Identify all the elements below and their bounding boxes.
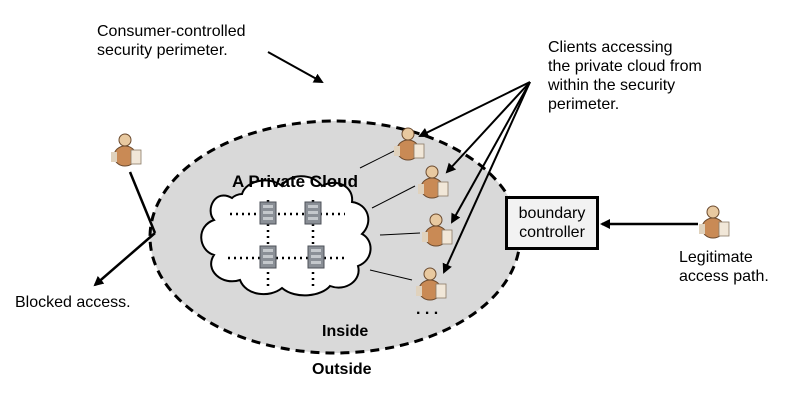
legit-person-icon: [698, 205, 730, 239]
perimeter-label: Consumer-controlled security perimeter.: [97, 23, 246, 59]
server-icon: [304, 201, 322, 225]
client-arrow: [418, 81, 531, 137]
client-arrow: [451, 81, 531, 224]
blocked-access-lines: [93, 171, 157, 287]
private-cloud: [200, 175, 372, 297]
perimeter-arrow: [267, 51, 324, 83]
outside-label: Outside: [312, 361, 372, 378]
client-links: [359, 147, 421, 281]
inside-label: Inside: [322, 323, 369, 340]
server-network: [228, 200, 345, 290]
boundary-controller: boundary controller: [505, 196, 599, 250]
blocked-access-label: Blocked access.: [15, 294, 131, 311]
legit-access-label: Legitimate access path.: [679, 249, 769, 285]
server-icon: [259, 245, 277, 269]
client-arrow: [442, 81, 531, 274]
cloud-title: A Private Cloud: [232, 172, 358, 191]
more-clients-ellipsis: . . .: [416, 301, 439, 318]
server-icon: [259, 201, 277, 225]
clients-label: Clients accessing the private cloud from…: [548, 39, 702, 113]
blocked-person-icon: [110, 133, 142, 167]
server-icon: [307, 245, 325, 269]
client-arrow: [445, 81, 531, 174]
